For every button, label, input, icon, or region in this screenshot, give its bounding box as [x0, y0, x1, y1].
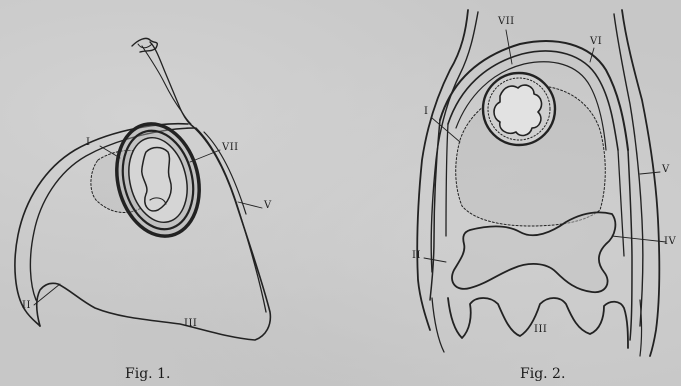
fig2-leader-I	[432, 118, 460, 142]
fig1-label-II: II	[22, 300, 31, 311]
fig2-cord-inner-wavy	[494, 85, 541, 135]
fig1-drawing	[15, 38, 270, 340]
fig1-label-V: V	[264, 200, 272, 211]
fig2-leader-V	[640, 172, 660, 174]
fig2-caption: Fig. 2.	[520, 366, 565, 382]
fig2-label-V: V	[662, 164, 670, 175]
fig2-leader-II	[424, 258, 446, 262]
fig2-label-II: II	[412, 250, 421, 261]
fig2-label-VI: VI	[590, 36, 602, 47]
fig1-leader-V	[238, 202, 262, 208]
fig2-label-I: I	[424, 106, 428, 117]
fig1-label-III: III	[184, 318, 197, 329]
fig1-label-I: I	[86, 137, 90, 148]
fig1-nerve-strand	[150, 42, 190, 124]
fig2-scalloped-base	[448, 298, 628, 348]
fig2-drawing	[417, 10, 666, 356]
fig1-caption: Fig. 1.	[125, 366, 170, 382]
fig2-label-III: III	[534, 324, 547, 335]
fig2-label-IV: IV	[664, 236, 676, 247]
fig2-label-VII: VII	[498, 16, 515, 27]
fig1-label-VII: VII	[222, 142, 239, 153]
fig1-nerve-strand-inner	[142, 46, 191, 124]
